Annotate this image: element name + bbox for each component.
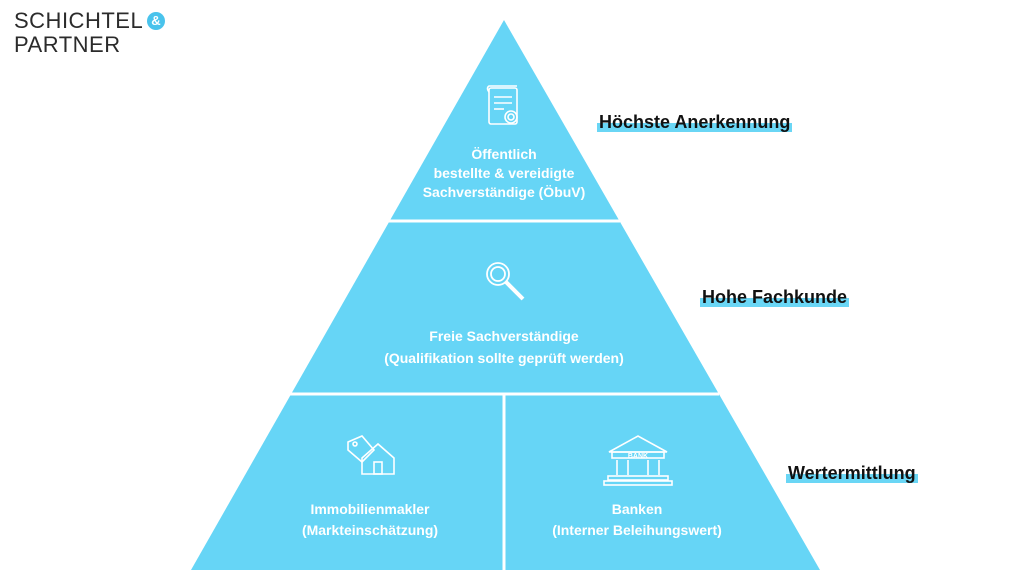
tier-bottom-left-line-1: Immobilienmakler	[310, 501, 430, 517]
tier-bottom-left-label: Immobilienmakler (Markteinschätzung)	[270, 499, 470, 541]
bank-icon: BANK	[603, 435, 673, 486]
level-text-valuation: Wertermittlung	[786, 463, 918, 483]
tier-middle-line-2: (Qualifikation sollte geprüft werden)	[384, 350, 624, 366]
tier-middle-label: Freie Sachverständige (Qualifikation sol…	[354, 325, 654, 369]
level-label-highest: Höchste Anerkennung	[597, 112, 793, 133]
logo-line-1: SCHICHTEL	[14, 8, 144, 33]
level-label-high: Hohe Fachkunde	[700, 287, 850, 308]
tier-bottom-right-line-2: (Interner Beleihungswert)	[552, 522, 722, 538]
pyramid-shape	[191, 20, 820, 570]
house-tag-icon	[347, 435, 395, 475]
tier-middle-line-1: Freie Sachverständige	[429, 328, 579, 344]
logo-ampersand: &	[147, 12, 166, 30]
tier-top-label: Öffentlich bestellte & vereidigte Sachve…	[404, 145, 604, 202]
magnifier-icon	[486, 262, 525, 301]
tier-bottom-right-label: Banken (Interner Beleihungswert)	[527, 499, 747, 541]
level-text-high: Hohe Fachkunde	[700, 287, 850, 307]
certificate-icon	[486, 85, 518, 125]
tier-top-line-1: Öffentlich	[471, 146, 537, 162]
level-text-highest: Höchste Anerkennung	[597, 112, 793, 132]
level-label-valuation: Wertermittlung	[786, 463, 918, 484]
logo-line-2: PARTNER	[14, 32, 121, 57]
tier-top-line-3: Sachverständige (ÖbuV)	[422, 184, 586, 200]
tier-top-line-2: bestellte & vereidigte	[433, 165, 575, 181]
company-logo: SCHICHTEL& PARTNER	[14, 8, 166, 57]
tier-bottom-right-line-1: Banken	[611, 501, 663, 517]
bank-icon-label: BANK	[628, 453, 648, 460]
tier-bottom-left-line-2: (Markteinschätzung)	[301, 522, 439, 538]
